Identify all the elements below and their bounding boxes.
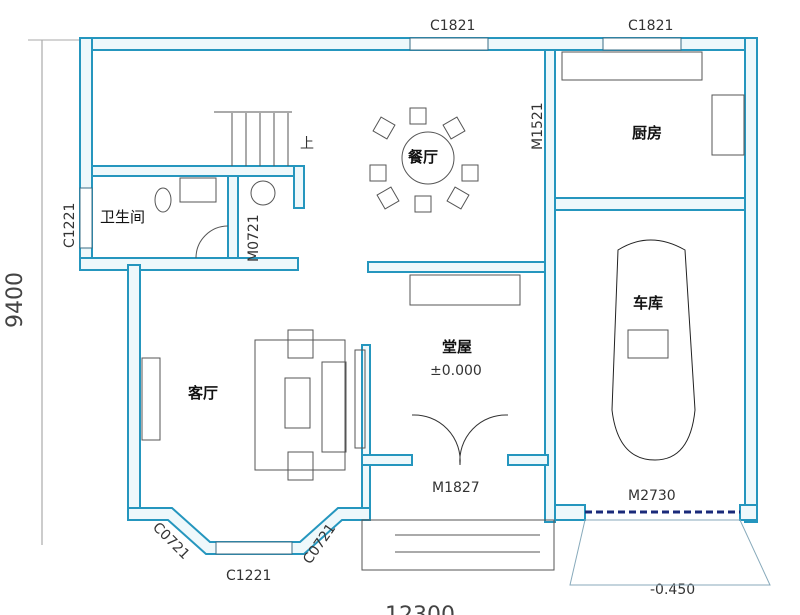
- wall-right: [744, 37, 758, 523]
- armchair: [287, 329, 314, 359]
- tv-cabinet: [354, 349, 366, 449]
- windows: [79, 37, 740, 555]
- toilet: [154, 187, 172, 213]
- elevation-outside: -0.450: [650, 582, 695, 598]
- wall-entry-right: [507, 454, 549, 466]
- wall-bath-right: [227, 175, 239, 267]
- coffee-table: [284, 377, 311, 429]
- car: [611, 239, 696, 461]
- wall-bath-bottom: [79, 257, 299, 271]
- room-living: 客厅: [187, 384, 218, 402]
- wall-center-right: [544, 49, 556, 523]
- elevation-hall: ±0.000: [430, 363, 482, 379]
- room-dining: 餐厅: [408, 148, 438, 166]
- window-top-left: [409, 37, 489, 51]
- label-window-top-left: C1821: [430, 18, 475, 34]
- bath-door-swing[interactable]: [195, 225, 229, 259]
- wall-garage-left-stub: [554, 504, 586, 521]
- dining-table: [401, 131, 455, 185]
- wall-dining-bottom: [367, 261, 556, 273]
- furniture: [141, 51, 771, 586]
- wall-kitchen-bottom: [554, 197, 758, 211]
- stove: [711, 94, 745, 156]
- window-bath: [79, 187, 93, 249]
- garage-ramp: [569, 519, 771, 586]
- room-hall: 堂屋: [442, 338, 472, 356]
- hall-cabinet: [409, 274, 521, 306]
- window-top-right: [602, 37, 682, 51]
- car-windshield: [627, 329, 669, 359]
- wall-garage-right-stub: [739, 504, 758, 521]
- window-bay-center: [215, 541, 293, 555]
- wall-stair: [91, 165, 305, 177]
- armchair: [287, 451, 314, 481]
- room-garage: 车库: [633, 294, 663, 312]
- dimension-height: 9400: [3, 272, 28, 328]
- wall-stair-end: [293, 165, 305, 209]
- dimension-width: 12300: [385, 603, 455, 615]
- washing-machine: [179, 177, 217, 203]
- wall-entry-left: [361, 454, 413, 466]
- room-kitchen: 厨房: [632, 124, 662, 142]
- label-door-entry: M1827: [432, 480, 480, 496]
- stair: [214, 111, 292, 166]
- kitchen-counter: [561, 51, 703, 81]
- room-bathroom: 卫生间: [100, 208, 145, 226]
- wall-living-left: [127, 264, 141, 521]
- label-door-kitchen: M1521: [530, 102, 546, 150]
- entry-steps: [361, 519, 555, 571]
- label-door-bath: M0721: [246, 214, 262, 262]
- stair-up-label: 上: [300, 136, 314, 152]
- label-door-garage: M2730: [628, 488, 676, 504]
- fireplace: [141, 357, 161, 441]
- dining-chairs: [369, 107, 479, 213]
- entry-door-swing[interactable]: [411, 414, 509, 466]
- label-window-top-right: C1821: [628, 18, 673, 34]
- label-window-bath: C1221: [62, 203, 78, 248]
- label-window-bay-center: C1221: [226, 568, 271, 584]
- sofa: [321, 361, 347, 453]
- wall-living-right: [361, 344, 371, 521]
- sink: [250, 180, 276, 206]
- rug: [254, 339, 346, 471]
